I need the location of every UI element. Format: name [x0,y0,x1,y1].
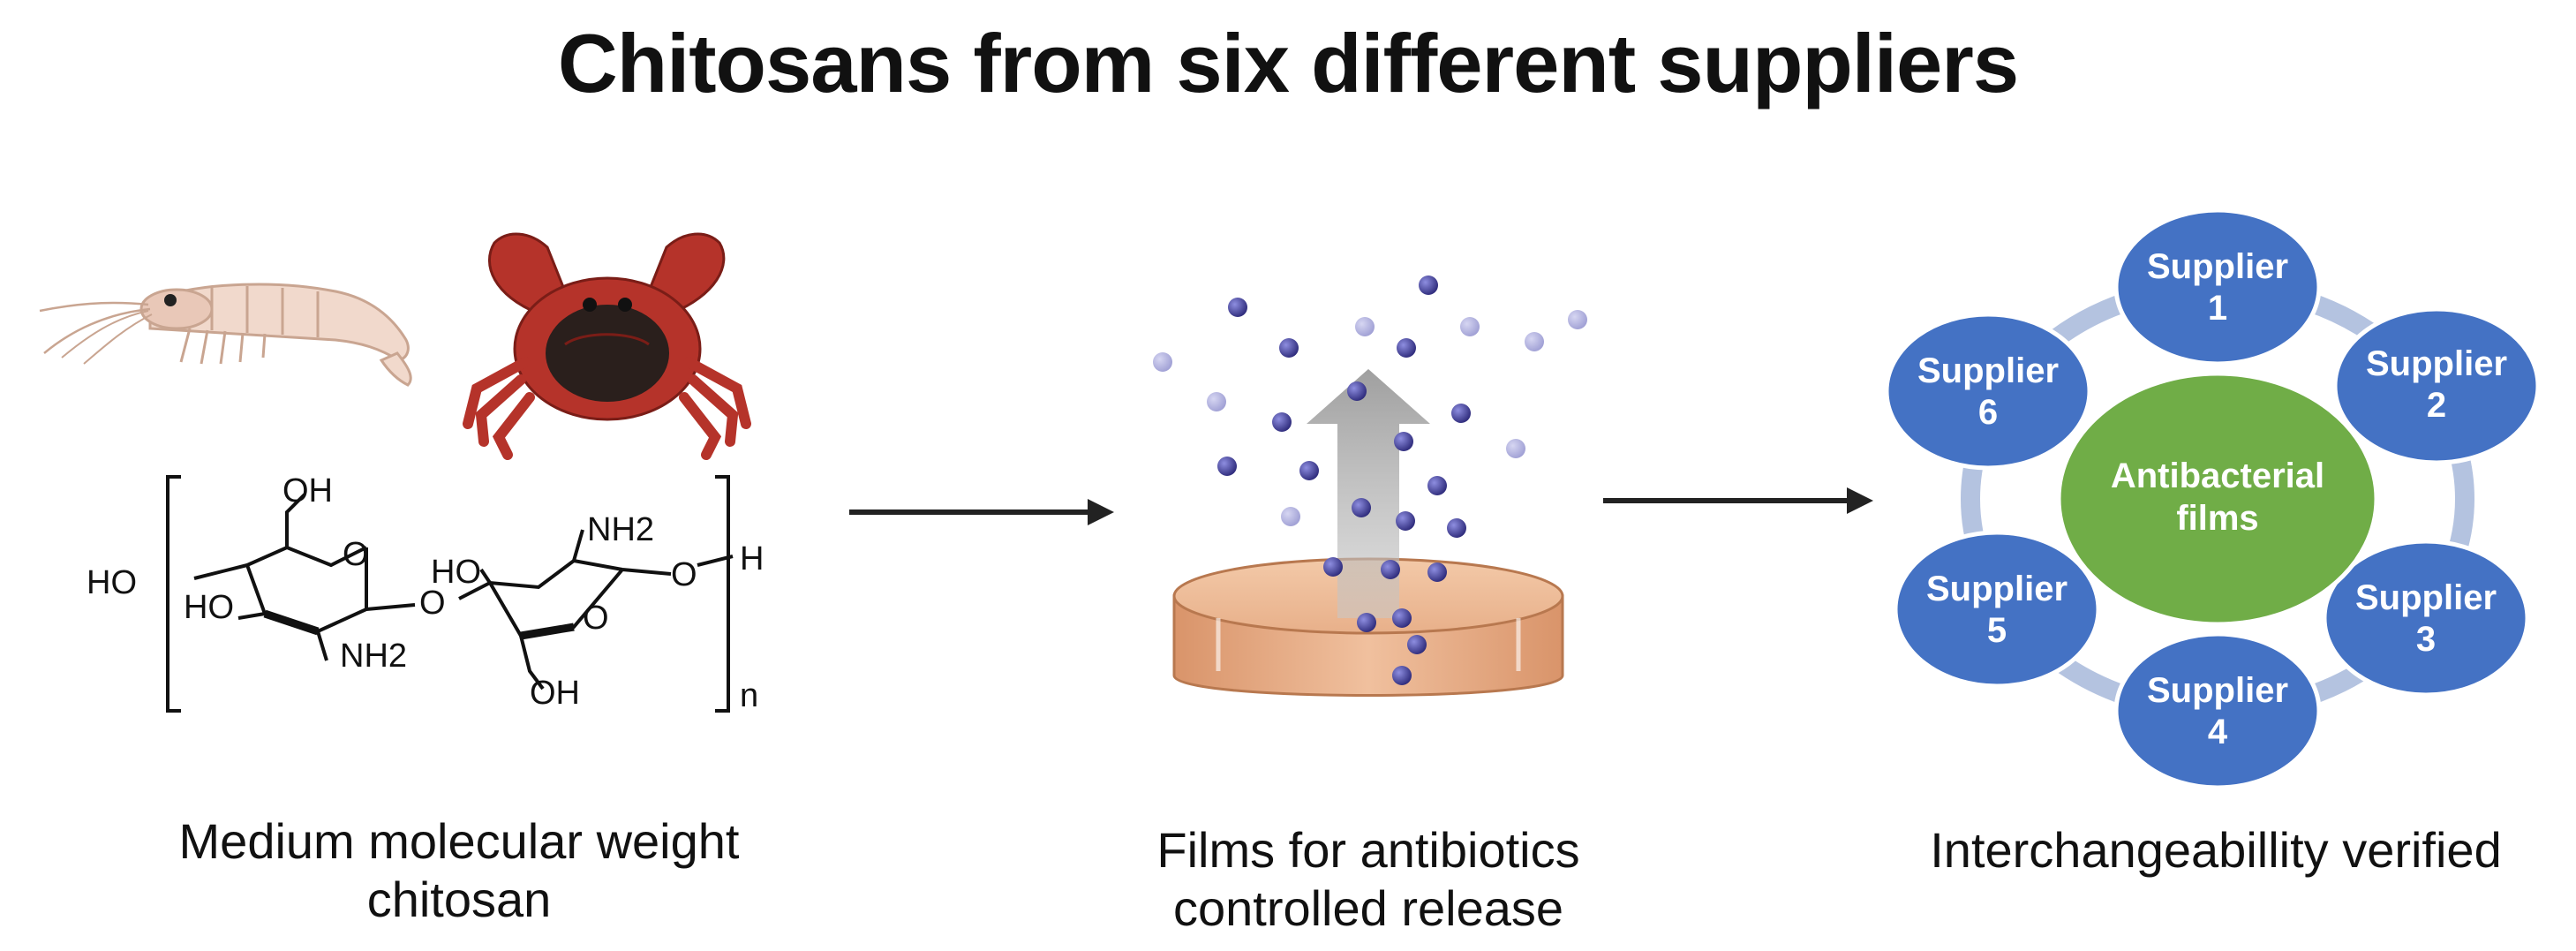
label-ring-o-2: O [583,600,609,637]
caption-films-line2: controlled release [1172,880,1564,936]
particle [1352,498,1371,517]
label-o-bridge: O [419,585,446,622]
particle [1419,275,1438,295]
supplier-cycle: Supplier 1 Supplier 2 Supplier 3 Supplie… [1884,208,2541,790]
particle [1323,557,1343,577]
supplier-node-5: Supplier 5 [1893,530,2101,689]
particle [1355,317,1375,336]
hub-label-line1: Antibacterial [2111,457,2324,495]
release-arrow-icon [1307,369,1430,618]
chitosan-structure [166,475,734,713]
supplier-3-number: 3 [2416,620,2436,659]
arrow-middle-to-right [1603,487,1873,514]
caption-films-line1: Films for antibiotics [1156,822,1580,878]
label-o-terminal: O [671,556,697,593]
label-nh2-top: NH2 [587,511,654,548]
supplier-2-label: Supplier [2366,344,2507,383]
supplier-1-label: Supplier [2147,247,2288,286]
hub-label-line2: films [2176,499,2258,538]
label-oh-bottom: OH [530,675,580,712]
supplier-5-number: 5 [1987,611,2007,650]
caption-films: Films for antibiotics controlled release [1015,821,1721,938]
particle [1281,507,1300,526]
particle [1397,338,1416,358]
page-title: Chitosans from six different suppliers [557,17,2019,109]
supplier-4-label: Supplier [2147,671,2288,710]
particle [1427,562,1447,582]
particle [1299,461,1319,480]
supplier-node-1: Supplier 1 [2113,208,2322,366]
supplier-5-label: Supplier [1926,570,2068,608]
particle [1153,352,1172,372]
supplier-node-2: Supplier 2 [2332,306,2541,465]
particle [1272,412,1292,432]
particle [1451,404,1471,423]
chitosan-labels: OH HO HO O NH2 O HO NH2 O O H OH n [87,472,764,714]
label-n-subscript: n [740,677,758,714]
label-ho-left: HO [87,564,137,601]
particle [1279,338,1299,358]
supplier-4-number: 4 [2208,713,2228,751]
particle [1396,511,1415,531]
particle [1506,439,1525,458]
label-ho-ring: HO [184,589,234,626]
particle [1217,457,1237,476]
particle [1427,476,1447,495]
supplier-node-4: Supplier 4 [2113,631,2322,790]
caption-chitosan-line1: Medium molecular weight [178,813,740,869]
label-h-terminal: H [740,540,764,577]
particle [1347,381,1367,401]
supplier-2-number: 2 [2427,386,2446,425]
arrow-left-to-middle [849,499,1114,525]
supplier-1-number: 1 [2208,289,2227,328]
particle [1381,560,1400,579]
particle [1407,635,1427,654]
supplier-node-3: Supplier 3 [2322,539,2530,698]
caption-interchangeability-line: Interchangeabillity verified [1930,822,2502,878]
supplier-3-label: Supplier [2355,578,2497,617]
particle [1392,666,1412,685]
supplier-6-label: Supplier [1917,351,2059,390]
particle [1228,298,1247,317]
particle [1207,392,1226,411]
particle [1394,432,1413,451]
shrimp-icon [39,283,412,387]
crab-icon [463,232,751,460]
supplier-node-6: Supplier 6 [1884,312,2092,471]
particle [1392,608,1412,628]
label-nh2-bottom: NH2 [340,638,407,675]
particle [1447,518,1466,538]
film-dish-icon [1172,557,1564,697]
caption-interchangeability: Interchangeabillity verified [1872,821,2560,879]
supplier-6-number: 6 [1978,393,1998,432]
caption-chitosan-line2: chitosan [366,872,552,927]
particles [1153,275,1587,685]
particle [1568,310,1587,329]
hub-node: Antibacterial films [2056,371,2379,627]
label-ring-o: O [343,536,369,573]
particle [1460,317,1480,336]
label-oh-top: OH [282,472,333,509]
particle [1525,332,1544,351]
label-ho-second: HO [431,554,481,591]
caption-chitosan: Medium molecular weight chitosan [106,812,812,929]
particle [1357,613,1376,632]
